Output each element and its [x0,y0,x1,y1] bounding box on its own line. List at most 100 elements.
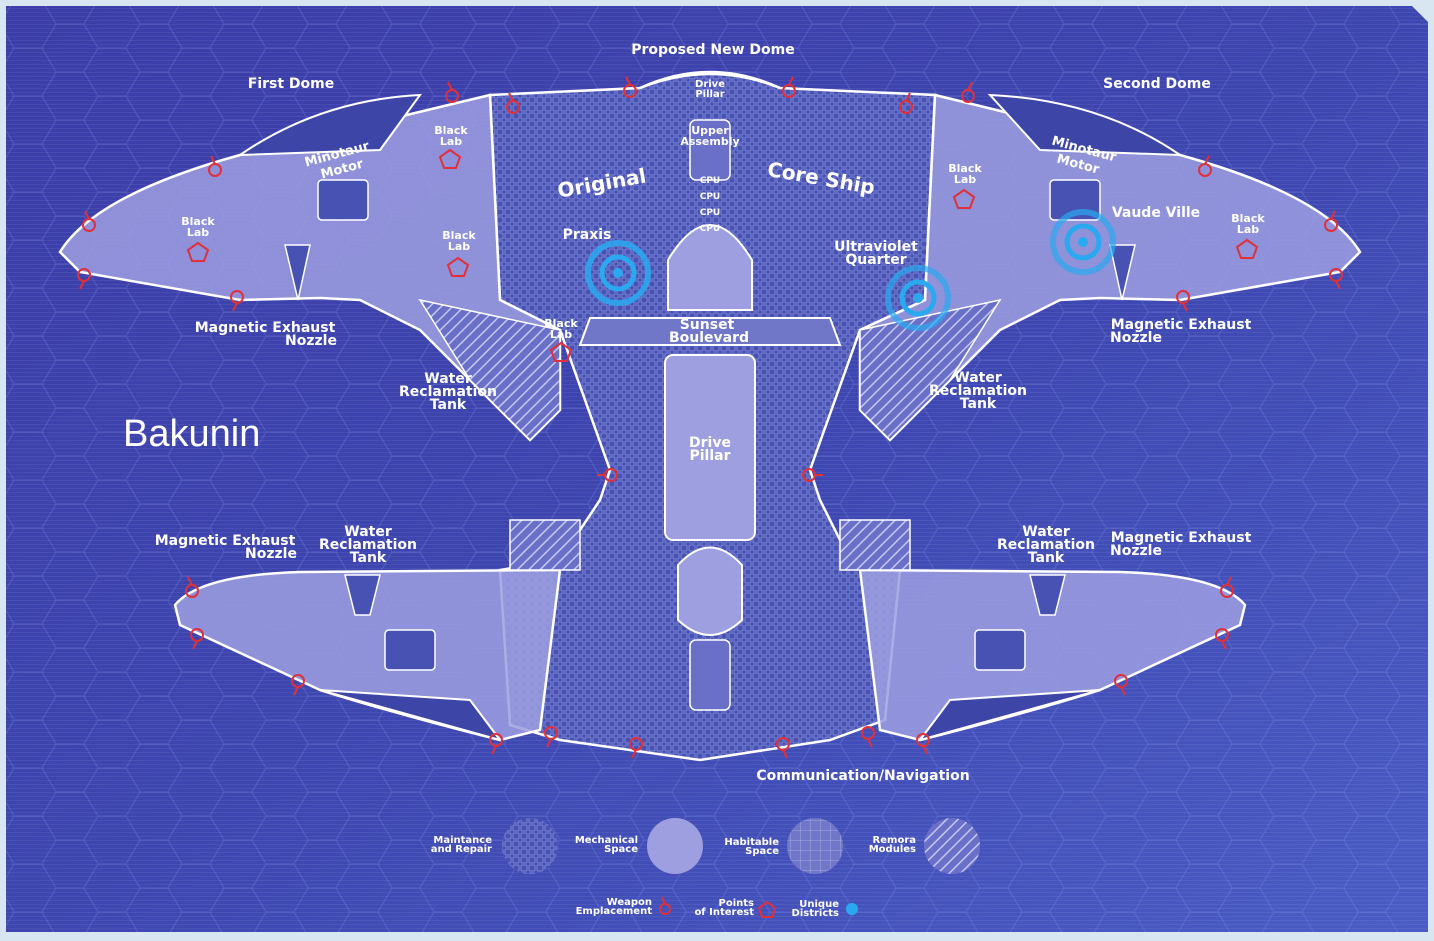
first-dome-label: First Dome [248,76,335,92]
cpu-label: CPU [700,208,721,218]
upper-assembly-label: Upper [691,124,729,137]
cpu-label: CPU [700,192,721,202]
magnetic-exhaust-nozzle-label: Magnetic Exhaust [155,533,296,549]
legend-item-habitable: Habitable Space [724,818,843,874]
black-lab-label: Black [181,215,215,228]
black-lab-label: Lab [187,226,209,239]
magnetic-exhaust-nozzle-label: Nozzle [285,333,337,349]
weapon-icon [629,737,643,759]
magnetic-exhaust-nozzle-label: Nozzle [1110,330,1162,346]
magnetic-exhaust-nozzle-label: Nozzle [245,546,297,562]
drive-pillar-mid-label: Drive [689,435,731,451]
weapon-icon [802,468,823,482]
legend-label: Points [719,898,755,909]
black-lab-label: Lab [1237,223,1259,236]
map-title: Bakunin [123,413,260,455]
water-reclamation-tank-label: Tank [1028,550,1065,566]
weapon-icon [1215,628,1229,650]
weapon-icon [1176,290,1190,312]
cpu-label: CPU [700,176,721,186]
water-reclamation-tank-label: Tank [960,396,997,412]
legend-label: Space [604,844,638,855]
legend-item-weapon: Weapon Emplacement [576,896,671,917]
weapon-icon [208,155,222,177]
water-reclamation-tank-label: Reclamation [997,537,1095,553]
black-lab-label: Black [948,162,982,175]
poi-pentagon-icon [952,188,976,209]
water-reclamation-tank-label: Reclamation [399,384,497,400]
poi-pentagon-icon [438,148,462,169]
cpu-label: CPU [700,224,721,234]
magnetic-exhaust-nozzle-label: Magnetic Exhaust [1111,530,1252,546]
mechanical-swatch-icon [647,818,703,874]
black-lab-label: Lab [550,328,572,341]
water-reclamation-tank-label: Tank [430,397,467,413]
legend-item-mechanical: Mechanical Space [575,818,703,874]
legend-label: of Interest [694,907,754,918]
poi-pentagon-icon [186,241,210,262]
weapon-icon [445,81,459,103]
weapon-icon [1220,576,1234,598]
black-lab-label: Black [434,124,468,137]
weapon-icon [82,210,96,232]
communication-navigation-label: Communication/Navigation [756,768,969,784]
legend-label: Districts [792,908,840,919]
weapon-icon [899,92,913,114]
weapon-icon [489,733,503,755]
weapon-icon [185,576,199,598]
praxis-label: Praxis [563,227,612,243]
legend-item-unique: Unique Districts [792,899,858,919]
weapon-icon [659,896,671,915]
praxis-district-icon [585,240,651,306]
weapon-icon [782,76,796,98]
weapon-icon [77,268,91,290]
legend-label: Habitable [724,837,779,848]
weapon-icon [1324,210,1338,232]
poi-pentagon-icon [1235,238,1259,259]
legend-item-maintenance: Maintance and Repair [431,818,558,874]
legend-label: Maintance [433,835,492,846]
magnetic-exhaust-nozzle-label: Magnetic Exhaust [195,320,336,336]
ultraviolet-district-icon [885,265,951,331]
wing-upper-left [58,93,562,442]
legend-item-remora: Remora Modules [869,818,980,874]
legend-label: Remora [873,835,916,846]
poi-pentagon-icon [549,341,573,362]
black-lab-label: Lab [954,173,976,186]
habitable-swatch-icon [787,818,843,874]
ultraviolet-quarter-label: Ultraviolet [834,239,918,255]
magnetic-exhaust-nozzle-label: Nozzle [1110,543,1162,559]
legend-label: Space [745,846,779,857]
black-lab-label: Black [544,317,578,330]
pentagon-icon [757,900,777,918]
legend-label: Modules [869,844,916,855]
drive-pillar-mid-label: Pillar [689,448,730,464]
water-reclamation-tank-label: Water [424,371,472,387]
upper-assembly-label: Assembly [680,135,739,148]
black-lab-label: Black [1231,212,1265,225]
water-reclamation-tank-label: Reclamation [319,537,417,553]
drive-pillar-top-label: Pillar [695,89,724,100]
poi-pentagon-icon [446,256,470,277]
weapon-icon [1114,674,1128,696]
remora-swatch-icon [924,818,980,874]
weapon-icon [506,92,520,114]
black-lab-label: Lab [448,240,470,253]
vaude-ville-label: Vaude Ville [1112,205,1200,221]
legend-item-poi: Points of Interest [694,898,777,918]
weapon-icon [190,628,204,650]
wing-lower-left [173,519,581,742]
weapon-icon [861,726,875,748]
magnetic-exhaust-nozzle-label: Magnetic Exhaust [1111,317,1252,333]
weapon-icon [230,290,244,312]
water-reclamation-tank-label: Water [344,524,392,540]
black-lab-label: Black [442,229,476,242]
weapon-icon [623,76,637,98]
maintenance-swatch-icon [502,818,558,874]
dot-icon [846,903,858,915]
weapon-icon [1198,155,1212,177]
ultraviolet-quarter-label: Quarter [845,252,906,268]
black-lab-label: Lab [440,135,462,148]
legend-label: Unique [799,899,839,910]
